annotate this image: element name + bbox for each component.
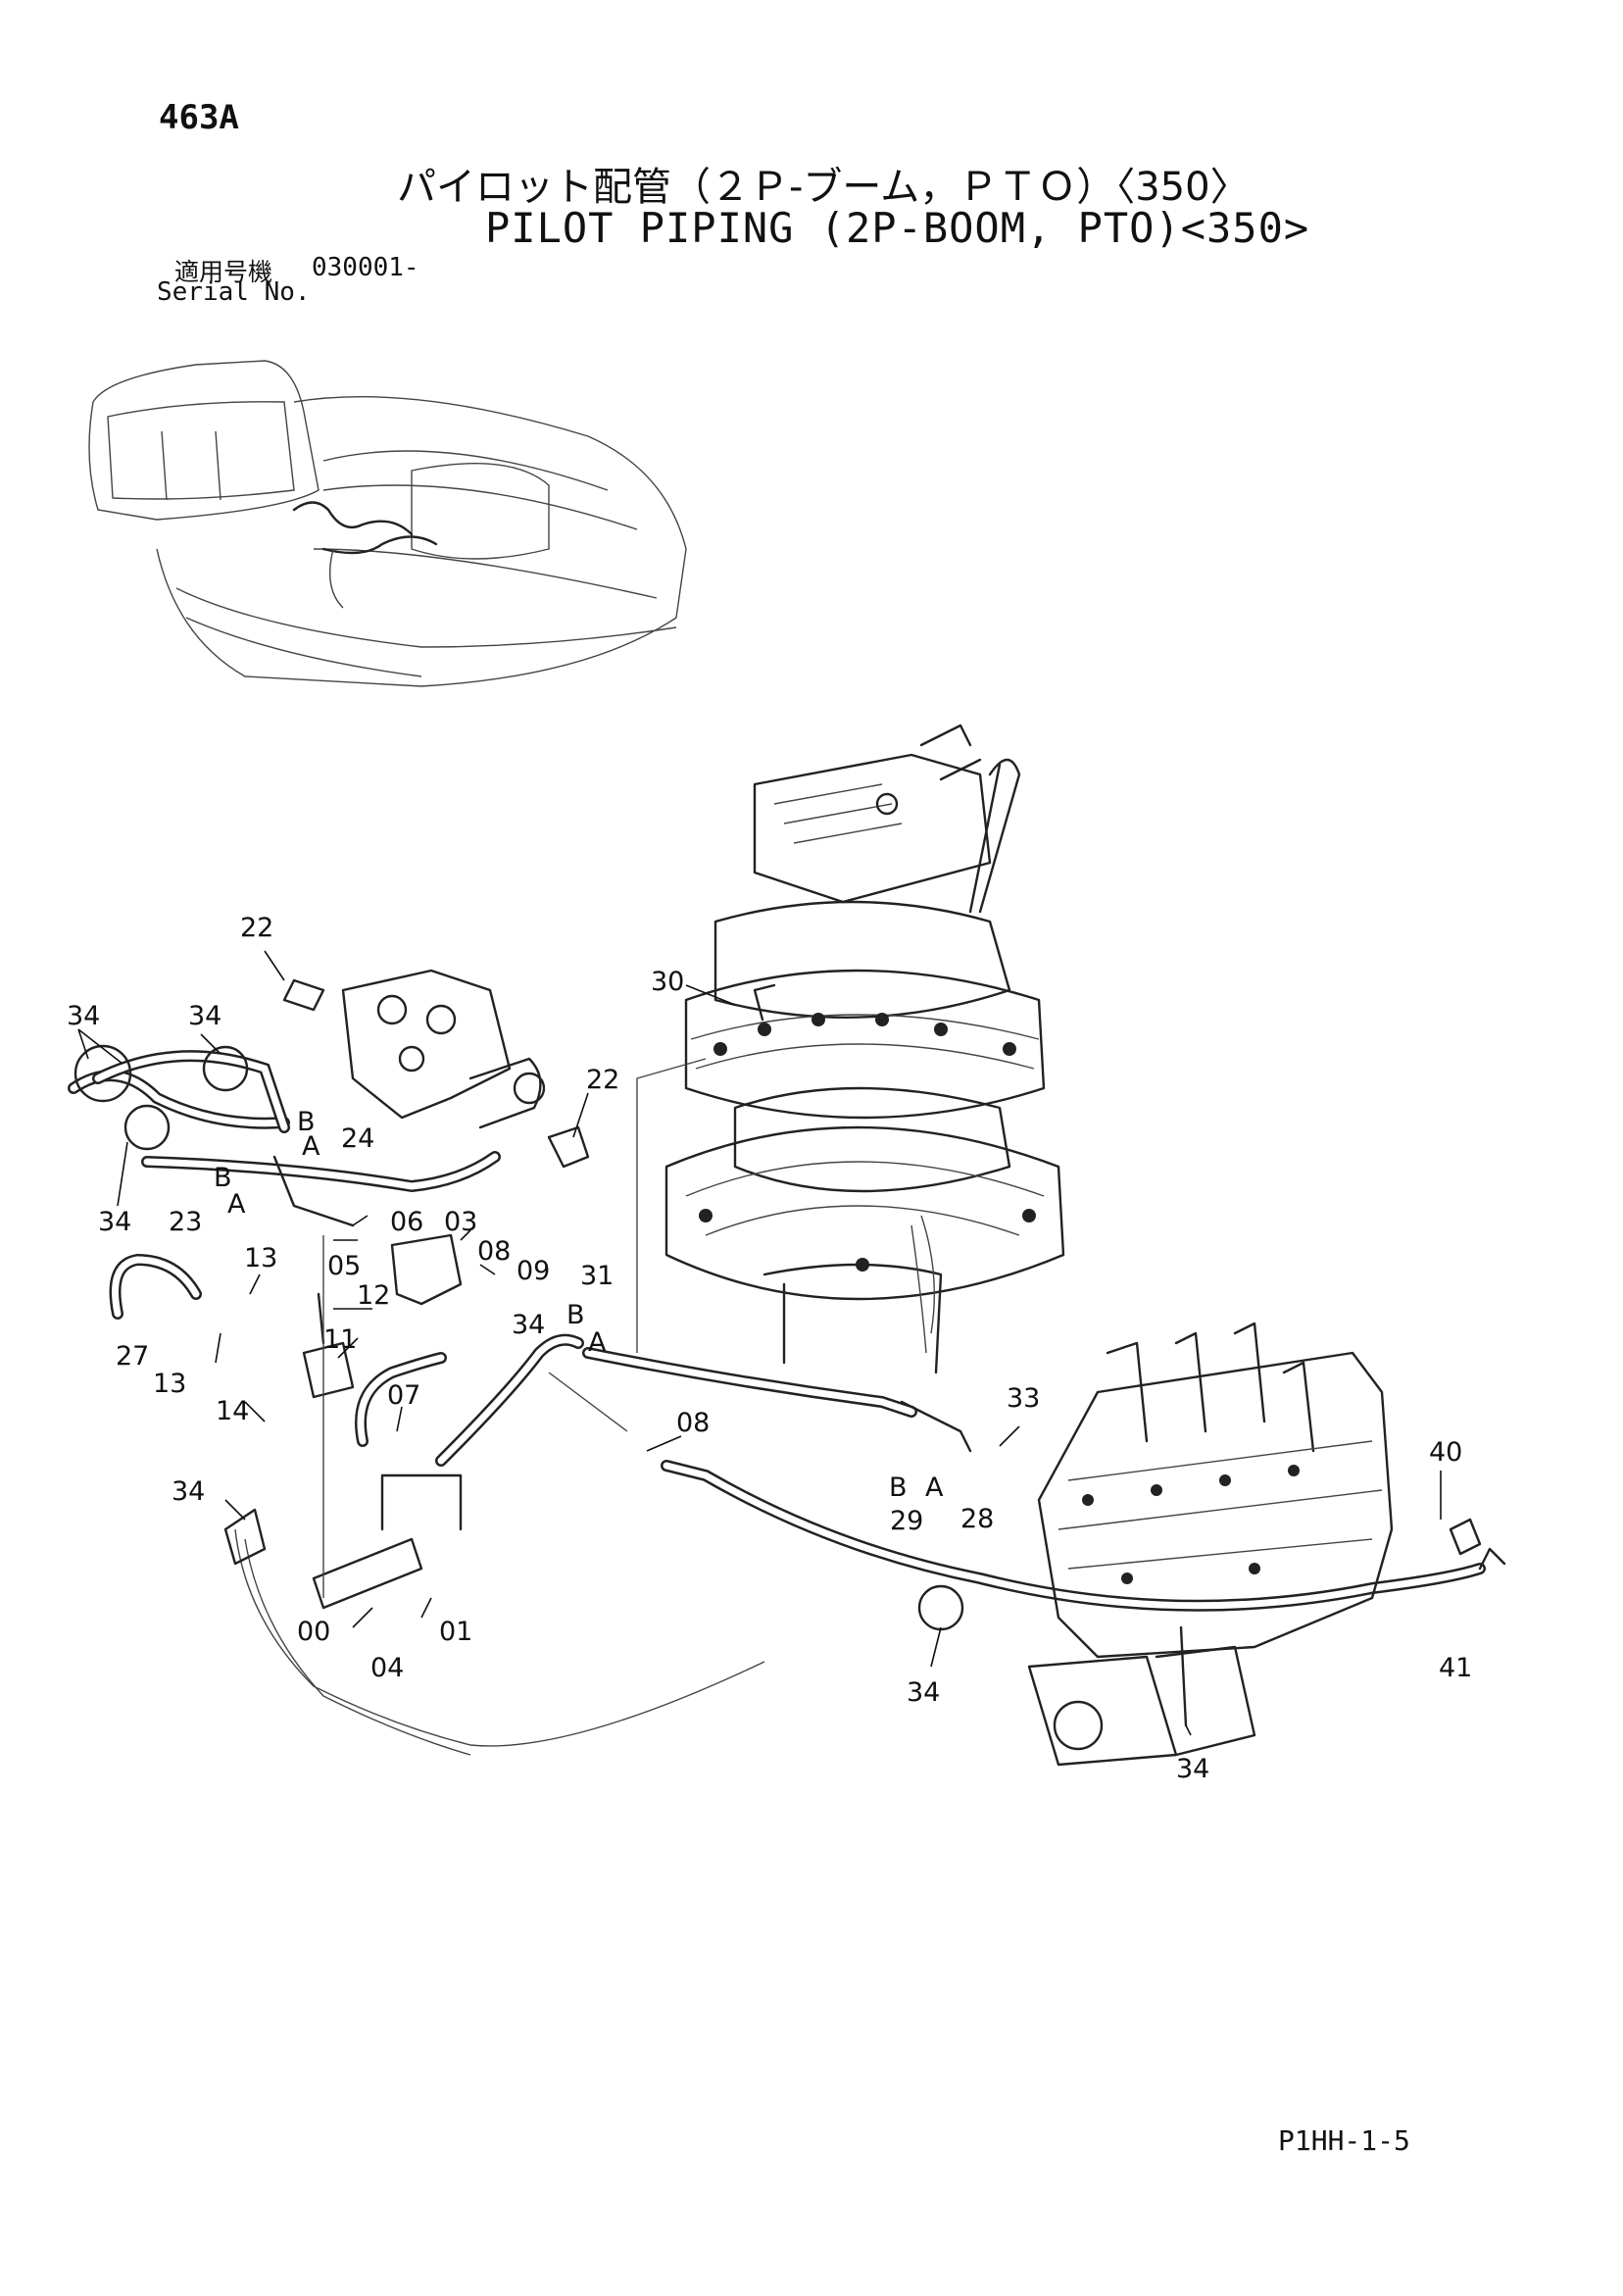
callout-03: 03 [444,1207,477,1237]
callout-12: 12 [357,1280,390,1311]
callout-34: 34 [512,1310,545,1340]
control-valve [1027,1322,1394,1767]
callout-01: 01 [439,1617,472,1647]
callout-34: 34 [907,1677,940,1708]
callout-30: 30 [651,967,684,997]
excavator-overview [88,360,687,687]
serial-label-japanese: 適用号機 [174,258,273,286]
port-label-b: B [214,1163,232,1193]
port-label-b: B [297,1107,316,1137]
callout-22: 22 [240,913,273,943]
swing-motor [664,724,1065,1374]
long-hoses [548,1058,1506,1612]
callout-13: 13 [153,1369,186,1399]
port-label-a: A [227,1189,246,1220]
port-label-a: A [302,1131,320,1162]
pilot-hoses-lower [109,1233,765,1756]
title-japanese: パイロット配管（２Ｐ-ブーム，ＰＴＯ）〈350〉 [397,165,1250,210]
port-label-b: B [889,1472,908,1503]
callout-09: 09 [516,1256,550,1286]
pilot-valve [282,969,590,1169]
callout-05: 05 [327,1251,361,1281]
serial-number-value: 030001- [312,253,419,282]
callout-34: 34 [172,1476,205,1507]
footer-page-code: P1HH-1-5 [1278,2124,1410,2157]
port-label-a: A [925,1472,944,1503]
port-label-b: B [566,1300,585,1330]
callout-41: 41 [1439,1653,1472,1683]
callout-00: 00 [297,1617,330,1647]
callout-08: 08 [477,1236,511,1267]
callout-40: 40 [1429,1437,1462,1468]
callout-11: 11 [323,1324,357,1355]
serial-label-english: Serial No. [157,277,311,307]
pilot-hoses-upper [68,1044,501,1227]
callout-29: 29 [890,1506,923,1536]
callout-07: 07 [387,1380,420,1411]
callout-34: 34 [98,1207,131,1237]
callout-22: 22 [586,1065,619,1095]
callout-13: 13 [244,1243,277,1273]
leader-lines [77,950,1442,1736]
page-number: 463A [159,98,239,137]
callout-34: 34 [1176,1754,1209,1784]
callout-23: 23 [169,1207,202,1237]
callout-34: 34 [67,1001,100,1031]
callout-14: 14 [216,1396,249,1426]
title-english: PILOT PIPING (2P-BOOM, PTO)<350> [485,204,1310,252]
callout-08: 08 [676,1408,710,1438]
callout-33: 33 [1007,1383,1040,1414]
callout-27: 27 [116,1341,149,1372]
callout-28: 28 [960,1504,994,1534]
callout-04: 04 [370,1653,404,1683]
callout-34: 34 [188,1001,221,1031]
callout-24: 24 [341,1123,374,1154]
callout-31: 31 [580,1261,614,1291]
callout-06: 06 [390,1207,423,1237]
port-label-a: A [588,1327,607,1358]
